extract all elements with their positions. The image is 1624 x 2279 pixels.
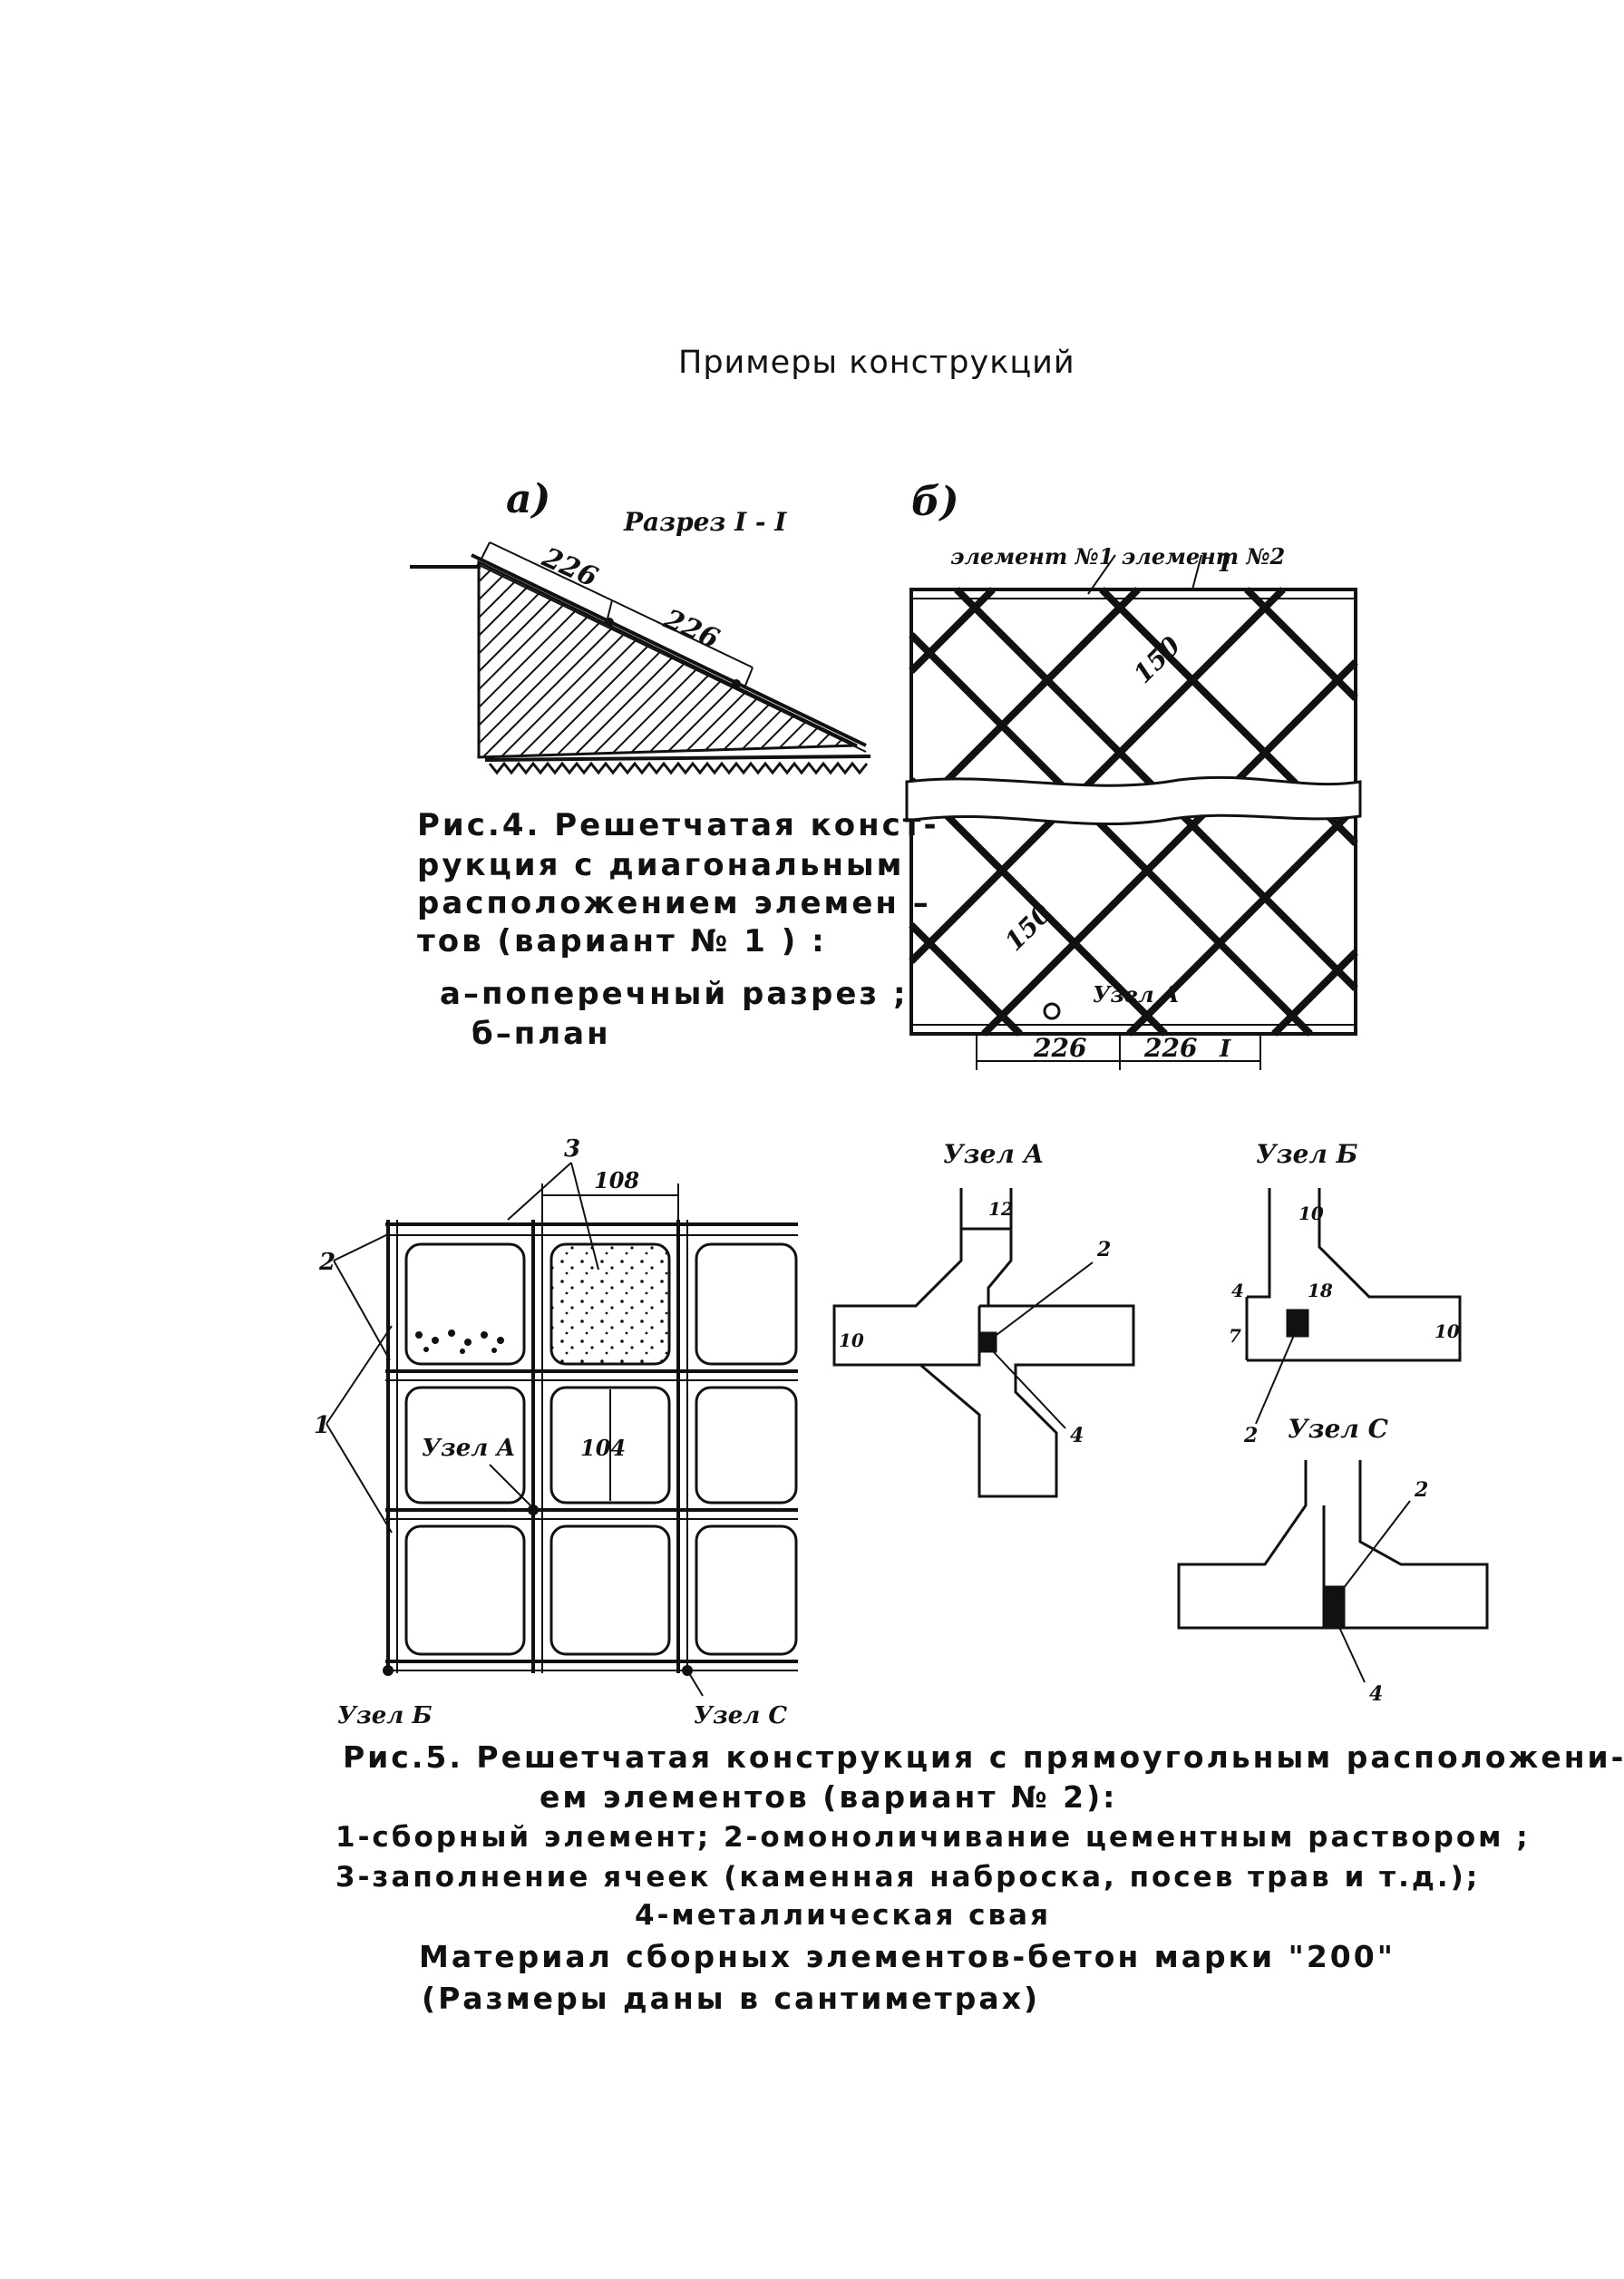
label-a: а) — [506, 476, 550, 522]
node-c-label: Узел С — [694, 1702, 787, 1729]
detail-b-drawing — [1245, 1188, 1462, 1362]
fig5-caption-line-1: Рис.5. Решетчатая конструкция с прямоуго… — [343, 1739, 1624, 1775]
detail-c-callout-4: 4 — [1369, 1682, 1383, 1706]
detail-c-callout-2: 2 — [1414, 1478, 1428, 1502]
fig4-caption-line-5: а–поперечный разрез ; — [440, 976, 909, 1012]
detail-a-title: Узел А — [943, 1139, 1044, 1169]
fig5-caption-line-4: 3-заполнение ячеек (каменная наброска, п… — [335, 1861, 1481, 1894]
detail-c-drawing — [1177, 1460, 1489, 1630]
section-title: Разрез I - I — [623, 507, 787, 537]
dim-104: 104 — [580, 1435, 626, 1461]
dim-150-bottom: 150 — [999, 898, 1058, 957]
page-title: Примеры конструкций — [678, 345, 1075, 381]
callout-1: 1 — [314, 1412, 330, 1439]
fig5-caption-line-3: 1-сборный элемент; 2-омоноличивание цеме… — [335, 1821, 1531, 1854]
fig4-caption-line-6: б–план — [472, 1016, 611, 1052]
dim-226-a: 226 — [537, 541, 602, 594]
break-band — [905, 775, 1362, 826]
section-marker-top: I — [1219, 550, 1231, 578]
detail-b-callout-2: 2 — [1243, 1424, 1258, 1447]
detail-a-dim-12: 12 — [988, 1198, 1014, 1220]
fig4-caption-line-2: рукция с диагональным — [417, 847, 905, 883]
detail-b-dim-4: 4 — [1231, 1280, 1244, 1301]
fig5-caption-line-2: ем элементов (вариант № 2): — [540, 1779, 1118, 1815]
detail-b-title: Узел Б — [1256, 1139, 1358, 1169]
label-b: б) — [911, 479, 959, 525]
detail-b-dim-10-side: 10 — [1434, 1320, 1460, 1342]
detail-a-callout-4: 4 — [1070, 1424, 1084, 1447]
fig4-caption-line-3: расположением элемен – — [417, 885, 931, 921]
dim-bottom-1: 226 — [1033, 1033, 1086, 1063]
dim-bottom-2: 226 — [1143, 1033, 1197, 1063]
detail-a-drawing — [832, 1188, 1135, 1498]
dim-226-b: 226 — [658, 603, 724, 656]
detail-c-title: Узел С — [1288, 1414, 1389, 1444]
fig5-caption-line-5: 4-металлическая свая — [635, 1899, 1051, 1932]
detail-a-callout-2: 2 — [1096, 1238, 1111, 1261]
detail-b-dim-18: 18 — [1308, 1280, 1333, 1301]
element-labels: элемент №1 элемент №2 — [950, 543, 1285, 570]
fig4-caption-line-1: Рис.4. Решетчатая конст- — [417, 807, 939, 843]
detail-a-dim-10: 10 — [839, 1329, 864, 1351]
slope-surface — [471, 553, 867, 747]
detail-b-dim-10: 10 — [1298, 1203, 1324, 1224]
ground-line-bottom — [484, 755, 871, 762]
dim-108: 108 — [594, 1167, 639, 1193]
node-b-label: Узел Б — [337, 1702, 433, 1729]
detail-b-dim-7: 7 — [1229, 1325, 1241, 1347]
section-marker-bottom: I — [1219, 1036, 1231, 1063]
node-a-label: Узел А — [422, 1435, 516, 1462]
fig5-caption-line-7: (Размеры даны в сантиметрах) — [422, 1981, 1041, 2016]
dim-150-top: 150 — [1128, 630, 1187, 689]
node-label-4: Узел А — [1093, 981, 1180, 1008]
callout-3: 3 — [564, 1135, 580, 1163]
fig5-caption-line-6: Материал сборных элементов-бетон марки "… — [419, 1939, 1395, 1974]
fig4-caption-line-4: тов (вариант № 1 ) : — [417, 923, 827, 959]
callout-2: 2 — [318, 1249, 335, 1276]
rect-lattice — [385, 1220, 798, 1673]
